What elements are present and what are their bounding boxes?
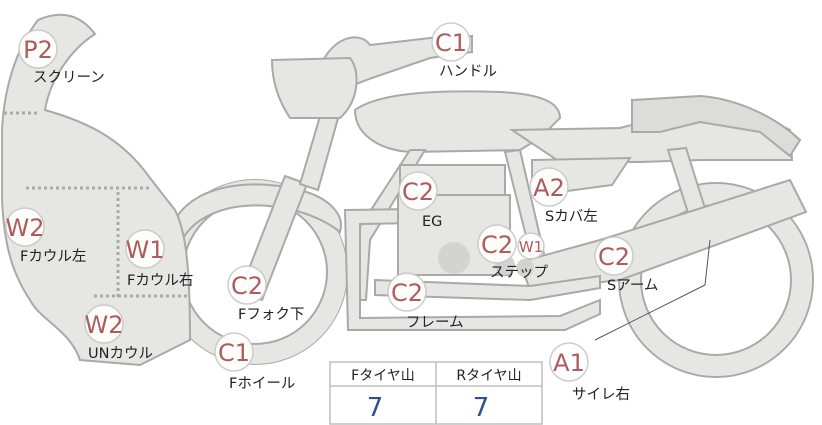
badge-side-cover-left: A2 (529, 167, 569, 207)
badge-front-fork-lower: C2 (227, 265, 267, 305)
svg-text:C2: C2 (391, 279, 423, 307)
svg-text:C2: C2 (481, 231, 513, 259)
svg-text:P2: P2 (23, 36, 53, 64)
muffler-pointer (594, 284, 706, 341)
label-frame: フレーム (406, 315, 464, 331)
badge-engine: C2 (398, 171, 438, 211)
badge-muffler-right: A1 (549, 342, 589, 382)
label-swing-arm: Sアーム (607, 278, 658, 294)
label-under-cowl: UNカウル (88, 345, 153, 362)
front-housing (270, 56, 358, 119)
badge-front-cowl-left: W2 (5, 207, 45, 247)
badge-frame: C2 (387, 272, 427, 312)
front-cowl (1, 13, 192, 367)
badge-front-wheel: C1 (214, 332, 254, 372)
label-front-wheel: Fホイール (229, 376, 295, 392)
svg-text:C2: C2 (598, 243, 630, 271)
svg-text:A2: A2 (533, 174, 565, 202)
badge-swing-arm: C2 (594, 236, 634, 276)
svg-text:W2: W2 (6, 214, 45, 242)
rear-tire-header: Rタイヤ山 (456, 368, 521, 384)
svg-text:C2: C2 (231, 272, 263, 300)
svg-text:A1: A1 (553, 349, 585, 377)
tire-tread-table: Fタイヤ山 Rタイヤ山 7 7 (329, 361, 543, 425)
label-handle: ハンドル (439, 64, 497, 80)
front-tire-value: 7 (367, 393, 384, 423)
svg-text:C2: C2 (402, 178, 434, 206)
badge-under-cowl: W2 (84, 304, 124, 344)
fuel-tank (353, 90, 562, 154)
label-screen: スクリーン (33, 69, 105, 86)
label-engine: EG (422, 214, 442, 230)
label-muffler-right: サイレ右 (572, 386, 630, 403)
badge-front-cowl-right: W1 (125, 229, 165, 269)
label-front-cowl-right: Fカウル右 (127, 272, 193, 289)
badge-step-main: C2 (477, 224, 517, 264)
label-front-cowl-left: Fカウル左 (20, 248, 86, 265)
label-front-fork-lower: Fフォク下 (238, 306, 304, 323)
svg-text:W1: W1 (126, 236, 165, 264)
muffler-pointer-2 (704, 239, 711, 286)
svg-text:W1: W1 (519, 238, 543, 256)
front-tire-header: Fタイヤ山 (351, 368, 415, 384)
exhaust-pipe (374, 274, 601, 302)
svg-text:C1: C1 (218, 339, 250, 367)
badge-handle: C1 (431, 22, 471, 62)
rear-tire-value: 7 (473, 393, 490, 423)
tail (631, 94, 802, 158)
label-side-cover-left: Sカバ左 (545, 208, 598, 225)
svg-text:W2: W2 (85, 311, 124, 339)
badge-screen: P2 (18, 29, 58, 69)
badge-step-sub: W1 (517, 232, 545, 260)
label-step: ステップ (490, 264, 548, 281)
swing-arm-pivot (516, 259, 534, 277)
svg-text:C1: C1 (435, 29, 467, 57)
rear-wheel (618, 182, 814, 378)
